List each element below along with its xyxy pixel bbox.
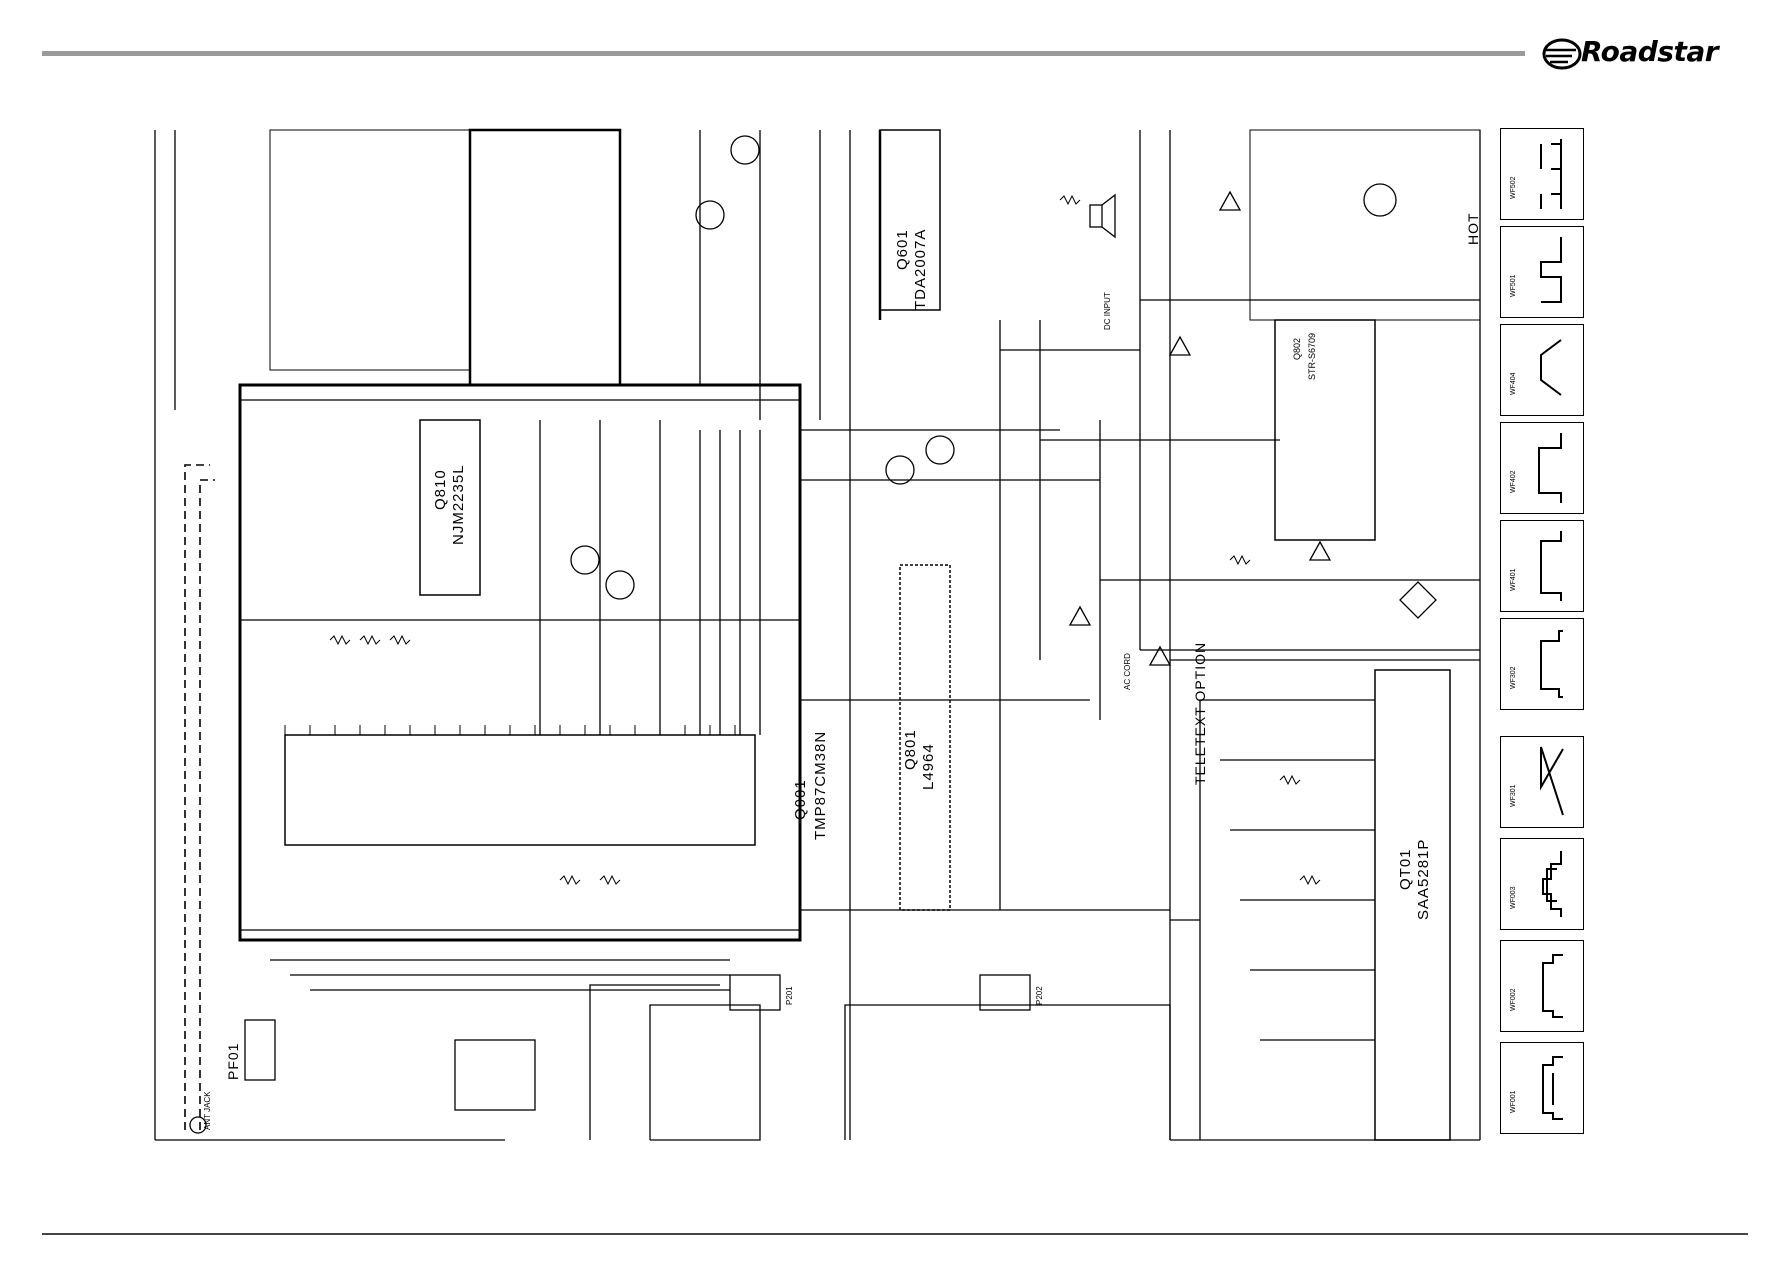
ic-part-q802: STR-S6709 [1307, 333, 1317, 380]
brand-name: Roadstar [1581, 35, 1719, 68]
footer-rule [42, 1233, 1748, 1235]
header-rule [42, 51, 1525, 56]
waveform-label: WF001 [1510, 1090, 1517, 1113]
ant-jack-label: ANT JACK [203, 1091, 212, 1130]
waveform-trace: WF402 [1510, 433, 1562, 503]
connector-p202: P202 [1035, 986, 1044, 1005]
ic-label-q802: Q802 [1292, 338, 1302, 360]
waveform-label: WF402 [1510, 470, 1517, 493]
waveform-label: WF302 [1510, 666, 1517, 689]
waveform-label: WF401 [1510, 568, 1517, 591]
ic-label-q801: Q801 [902, 729, 919, 770]
ic-label-q601: Q601 [894, 229, 911, 270]
waveform-panel: WF404 [1500, 324, 1584, 416]
connector-p201: P201 [785, 986, 794, 1005]
ac-cord-label: AC CORD [1123, 653, 1132, 690]
waveform-panel: WF002 [1500, 940, 1584, 1032]
ic-part-qt01: SAA5281P [1415, 839, 1432, 920]
ic-part-q001: TMP87CM38N [812, 731, 829, 840]
waveform-trace: WF001 [1510, 1056, 1563, 1120]
waveform-trace: WF302 [1510, 630, 1563, 698]
waveform-trace: WF401 [1510, 531, 1562, 601]
waveform-trace: WF301 [1510, 746, 1564, 816]
waveform-label: WF502 [1510, 176, 1517, 199]
waveform-panel: WF003 [1500, 838, 1584, 930]
waveform-panel: WF502 [1500, 128, 1584, 220]
waveform-panel: WF501 [1500, 226, 1584, 318]
waveform-panel: WF001 [1500, 1042, 1584, 1134]
waveform-label: WF003 [1510, 886, 1517, 909]
ic-part-q601: TDA2007A [912, 229, 929, 310]
teletext-option-label: TELETEXT OPTION [1192, 642, 1208, 785]
waveform-label: WF002 [1510, 988, 1517, 1011]
brand-logo: Roadstar [1540, 30, 1760, 76]
ic-part-q810: NJM2235L [450, 464, 467, 545]
waveform-trace: WF003 [1510, 851, 1562, 917]
ic-label-qt01: QT01 [1397, 848, 1414, 890]
waveform-trace: WF404 [1510, 339, 1562, 396]
ic-label-q001: Q001 [792, 779, 809, 820]
ic-part-q801: L4964 [920, 743, 937, 790]
waveform-trace: WF002 [1510, 954, 1563, 1018]
waveform-panel: WF302 [1500, 618, 1584, 710]
roadstar-logo-icon [1542, 38, 1582, 70]
waveform-panel: WF401 [1500, 520, 1584, 612]
dc-input-label: DC INPUT [1103, 292, 1112, 330]
waveform-panel: WF402 [1500, 422, 1584, 514]
waveform-panel: WF301 [1500, 736, 1584, 828]
waveform-label: WF301 [1510, 784, 1517, 807]
waveform-trace: WF502 [1510, 139, 1562, 209]
waveform-label: WF501 [1510, 274, 1517, 297]
waveform-label: WF404 [1510, 372, 1517, 395]
ic-label-q810: Q810 [432, 469, 449, 510]
waveform-trace: WF501 [1510, 237, 1562, 303]
hot-label: HOT [1465, 212, 1481, 245]
connector-pf01: PF01 [225, 1043, 241, 1080]
